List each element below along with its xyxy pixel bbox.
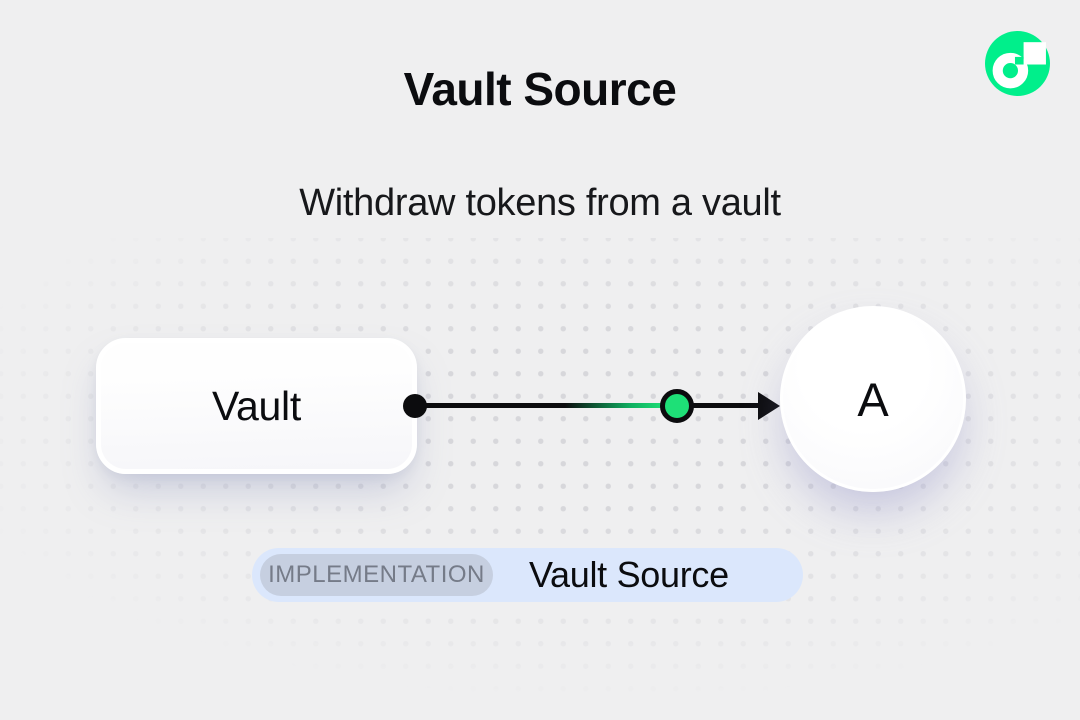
target-node: A (780, 306, 966, 492)
vault-node: Vault (96, 338, 417, 474)
page-title: Vault Source (403, 63, 677, 115)
edge-line (690, 403, 760, 408)
flow-logo-icon (985, 31, 1050, 96)
vault-node-label: Vault (212, 382, 301, 429)
edge-token-dot (660, 389, 694, 423)
page-subtitle: Withdraw tokens from a vault (299, 182, 781, 224)
target-node-label: A (857, 372, 889, 426)
implementation-tag: IMPLEMENTATION (260, 554, 493, 596)
arrowhead-right-icon (758, 392, 780, 420)
edge-line (415, 403, 665, 408)
implementation-badge: IMPLEMENTATION Vault Source (252, 548, 803, 602)
implementation-label: Vault Source (529, 554, 729, 595)
